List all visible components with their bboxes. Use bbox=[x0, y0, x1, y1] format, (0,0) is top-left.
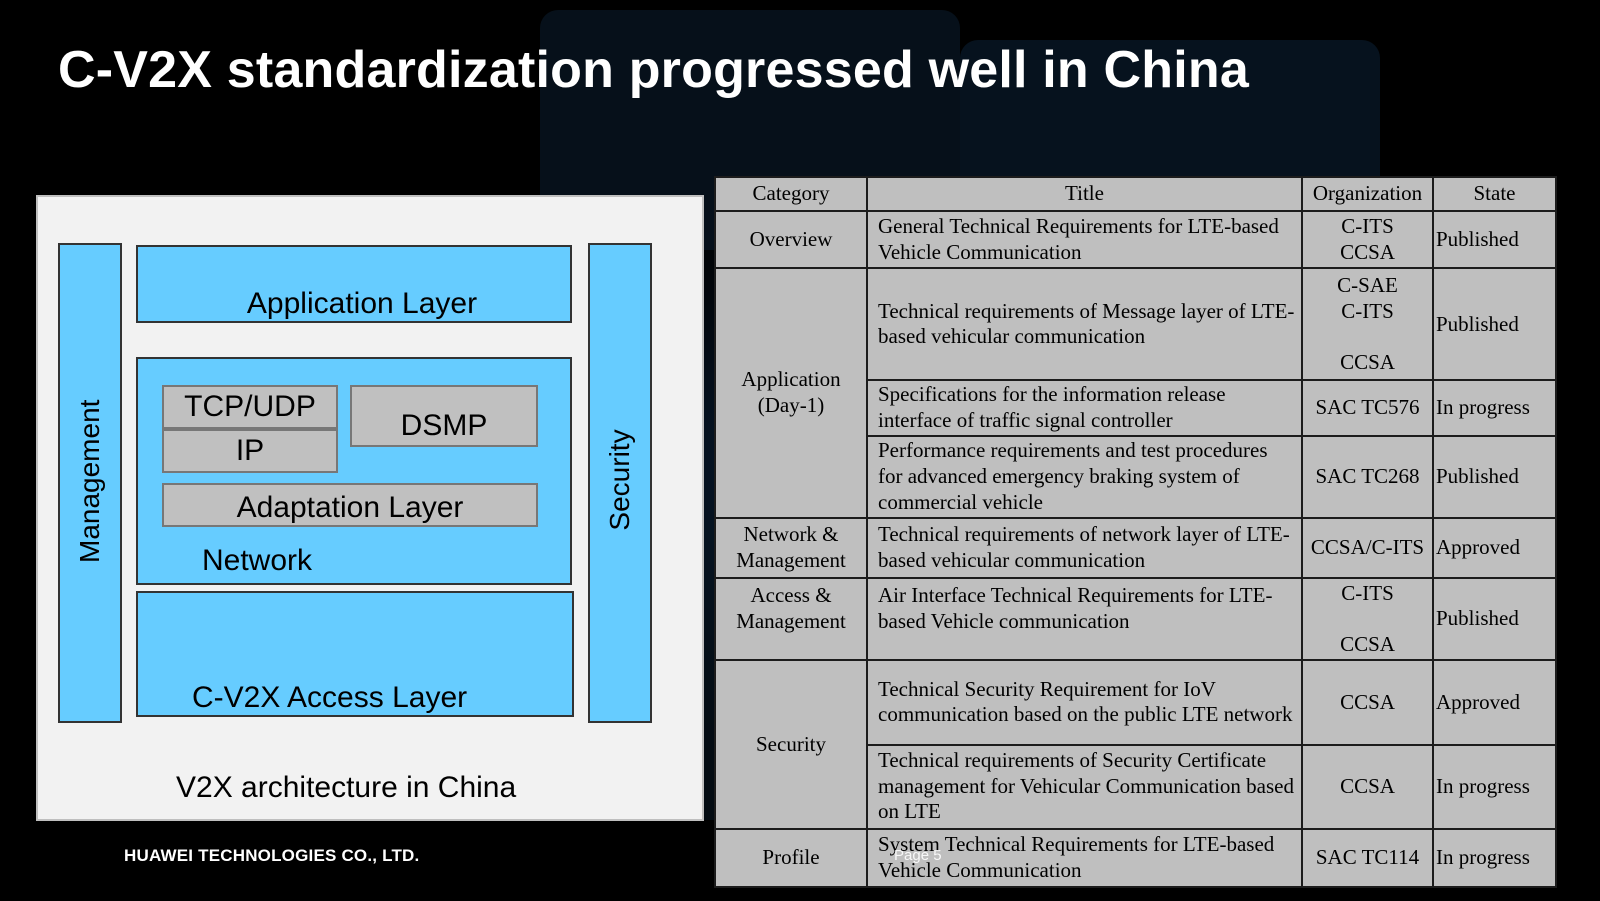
title-cell: System Technical Requirements for LTE-ba… bbox=[866, 827, 1303, 889]
category-cell: Security bbox=[714, 659, 868, 830]
organization-cell: SAC TC268 bbox=[1301, 434, 1434, 519]
ip-box: IP bbox=[162, 429, 338, 473]
table-row: Specifications for the information relea… bbox=[715, 379, 1557, 437]
title-cell: General Technical Requirements for LTE-b… bbox=[866, 209, 1303, 270]
security-label: Security bbox=[604, 429, 635, 531]
title-cell: Specifications for the information relea… bbox=[866, 379, 1303, 437]
slide-title: C-V2X standardization progressed well in… bbox=[58, 41, 1249, 99]
title-cell: Technical Security Requirement for IoV c… bbox=[866, 659, 1303, 746]
table-row: Security Technical Security Requirement … bbox=[714, 659, 1557, 830]
state-cell: Published bbox=[1432, 434, 1557, 519]
state-cell: Published bbox=[1432, 209, 1557, 270]
organization-cell: SAC TC576 bbox=[1301, 379, 1434, 437]
state-cell: In progress bbox=[1432, 827, 1557, 889]
table-row: Network & Management Technical requireme… bbox=[714, 516, 1557, 580]
diagram-caption: V2X architecture in China bbox=[176, 771, 517, 804]
organization-cell: CCSA bbox=[1301, 743, 1434, 830]
organization-cell: C-ITS CCSA bbox=[1301, 577, 1434, 662]
header-title: Title bbox=[866, 176, 1303, 212]
category-cell: Profile bbox=[714, 827, 868, 889]
category-cell: Access & Management bbox=[714, 577, 868, 662]
management-label: Management bbox=[74, 399, 105, 563]
header-state: State bbox=[1432, 176, 1557, 212]
application-layer-block bbox=[136, 245, 572, 323]
state-cell: Approved bbox=[1432, 659, 1557, 746]
table-header-row: Category Title Organization State bbox=[714, 176, 1557, 212]
state-cell: In progress bbox=[1432, 743, 1557, 830]
footer-company: HUAWEI TECHNOLOGIES CO., LTD. bbox=[124, 846, 420, 865]
organization-cell: CCSA bbox=[1301, 659, 1434, 746]
footer-page-number: Page 5 bbox=[894, 847, 942, 864]
organization-cell: C-ITS CCSA bbox=[1301, 209, 1434, 270]
standards-table: Category Title Organization State Overvi… bbox=[714, 176, 1557, 889]
dsmp-label: DSMP bbox=[400, 409, 488, 442]
security-block bbox=[588, 243, 652, 723]
access-layer-block bbox=[136, 591, 574, 717]
table-row: Overview General Technical Requirements … bbox=[714, 209, 1557, 270]
category-cell: Network & Management bbox=[714, 516, 868, 580]
adaptation-layer-label: Adaptation Layer bbox=[236, 491, 464, 524]
application-layer-label: Application Layer bbox=[246, 287, 478, 320]
state-cell: Published bbox=[1432, 267, 1557, 382]
access-layer-label: C-V2X Access Layer bbox=[192, 681, 468, 714]
category-cell: Overview bbox=[714, 209, 868, 270]
table-row: Technical requirements of Security Certi… bbox=[715, 743, 1557, 830]
title-cell: Technical requirements of Security Certi… bbox=[866, 743, 1303, 830]
organization-cell: SAC TC114 bbox=[1301, 827, 1434, 889]
management-block bbox=[58, 243, 122, 723]
tcp-udp-box: TCP/UDP bbox=[162, 385, 338, 429]
organization-cell: C-SAE C-ITS CCSA bbox=[1301, 267, 1434, 382]
title-cell: Technical requirements of network layer … bbox=[866, 516, 1303, 580]
dsmp-box: DSMP bbox=[350, 385, 538, 447]
architecture-diagram: Management Application Layer TCP/UDP IP … bbox=[36, 195, 704, 821]
header-category: Category bbox=[714, 176, 868, 212]
header-organization: Organization bbox=[1301, 176, 1434, 212]
state-cell: Published bbox=[1432, 577, 1557, 662]
table-row: Application (Day-1) Technical requiremen… bbox=[714, 267, 1557, 519]
title-cell: Air Interface Technical Requirements for… bbox=[866, 577, 1303, 662]
table-row: Access & Management Air Interface Techni… bbox=[714, 577, 1557, 662]
adaptation-layer-box: Adaptation Layer bbox=[162, 483, 538, 527]
table-row: Performance requirements and test proced… bbox=[715, 434, 1557, 519]
state-cell: Approved bbox=[1432, 516, 1557, 580]
category-cell: Application (Day-1) bbox=[714, 267, 868, 519]
network-label: Network bbox=[202, 544, 313, 577]
table-row: Profile System Technical Requirements fo… bbox=[714, 827, 1557, 889]
title-cell: Performance requirements and test proced… bbox=[866, 434, 1303, 519]
organization-cell: CCSA/C-ITS bbox=[1301, 516, 1434, 580]
state-cell: In progress bbox=[1432, 379, 1557, 437]
title-cell: Technical requirements of Message layer … bbox=[866, 267, 1303, 382]
